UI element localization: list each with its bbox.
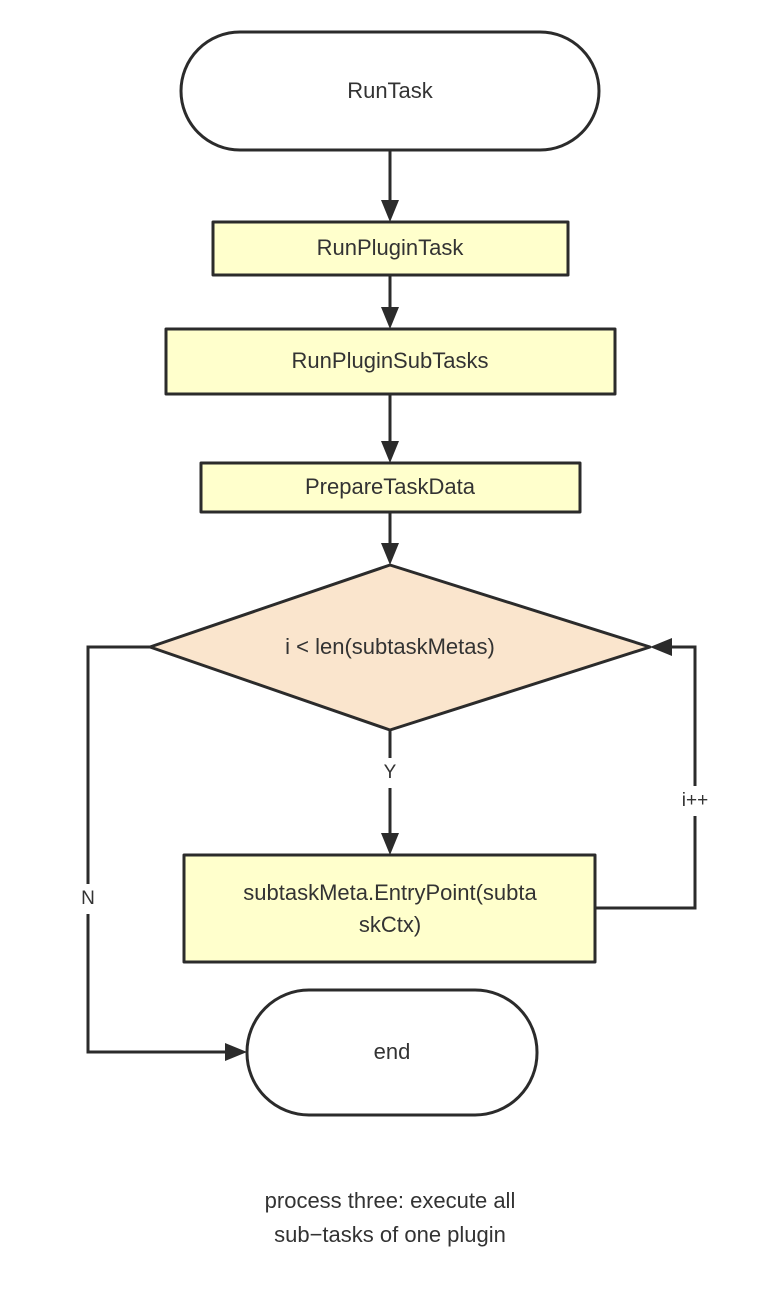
arrow-head-icon <box>381 200 399 222</box>
node-label-run-plugin-task: RunPluginTask <box>317 235 465 260</box>
node-label-run-plugin-subtasks: RunPluginSubTasks <box>292 348 489 373</box>
edge-label-yes: Y <box>384 762 397 783</box>
edge-loop-condition-to-end: N <box>81 645 247 1061</box>
node-end[interactable]: end <box>245 988 539 1117</box>
arrow-head-icon <box>381 543 399 565</box>
edge-label-no: N <box>81 888 95 909</box>
edge-prepare-task-data-to-loop-condition <box>381 512 399 565</box>
caption-line-2: sub−tasks of one plugin <box>274 1222 506 1247</box>
arrow-head-icon <box>381 307 399 329</box>
node-label-loop-condition: i < len(subtaskMetas) <box>285 634 495 659</box>
edge-line-upper <box>672 645 697 786</box>
node-label-end: end <box>374 1039 411 1064</box>
edge-start-to-run-plugin-task <box>381 150 399 222</box>
edge-run-plugin-subtasks-to-prepare-task-data <box>381 394 399 463</box>
node-loop-condition[interactable]: i < len(subtaskMetas) <box>148 563 652 732</box>
node-run-plugin-task[interactable]: RunPluginTask <box>211 220 570 277</box>
node-label-prepare-task-data: PrepareTaskData <box>305 474 476 499</box>
node-shape-process <box>211 220 570 277</box>
node-shape-process <box>164 327 617 396</box>
arrow-head-icon <box>225 1043 247 1061</box>
node-entry-point[interactable]: subtaskMeta.EntryPoint(subta skCtx) <box>182 853 597 964</box>
arrow-head-icon <box>650 638 672 656</box>
node-start[interactable]: RunTask <box>179 30 601 152</box>
edge-line-lower <box>595 816 697 910</box>
edge-label-increment: i++ <box>682 790 708 811</box>
edge-line-upper <box>86 645 150 884</box>
node-shape-decision <box>148 563 652 732</box>
edge-entry-point-to-loop-condition: i++ <box>595 638 708 910</box>
node-shape-terminator <box>179 30 601 152</box>
caption-line-1: process three: execute all <box>265 1188 516 1213</box>
node-shape-process <box>199 461 582 514</box>
node-label-entry-point-line2: skCtx) <box>359 912 421 937</box>
arrow-head-icon <box>381 833 399 855</box>
edge-loop-condition-to-entry-point: Y <box>381 730 399 855</box>
edge-run-plugin-task-to-run-plugin-subtasks <box>381 275 399 329</box>
node-shape-terminator <box>245 988 539 1117</box>
arrow-head-icon <box>381 441 399 463</box>
node-prepare-task-data[interactable]: PrepareTaskData <box>199 461 582 514</box>
node-label-start: RunTask <box>347 78 434 103</box>
node-shape-process <box>182 853 597 964</box>
node-label-entry-point-line1: subtaskMeta.EntryPoint(subta <box>243 880 537 905</box>
edge-line-lower <box>86 914 225 1054</box>
diagram-caption: process three: execute all sub−tasks of … <box>265 1188 516 1247</box>
node-run-plugin-subtasks[interactable]: RunPluginSubTasks <box>164 327 617 396</box>
